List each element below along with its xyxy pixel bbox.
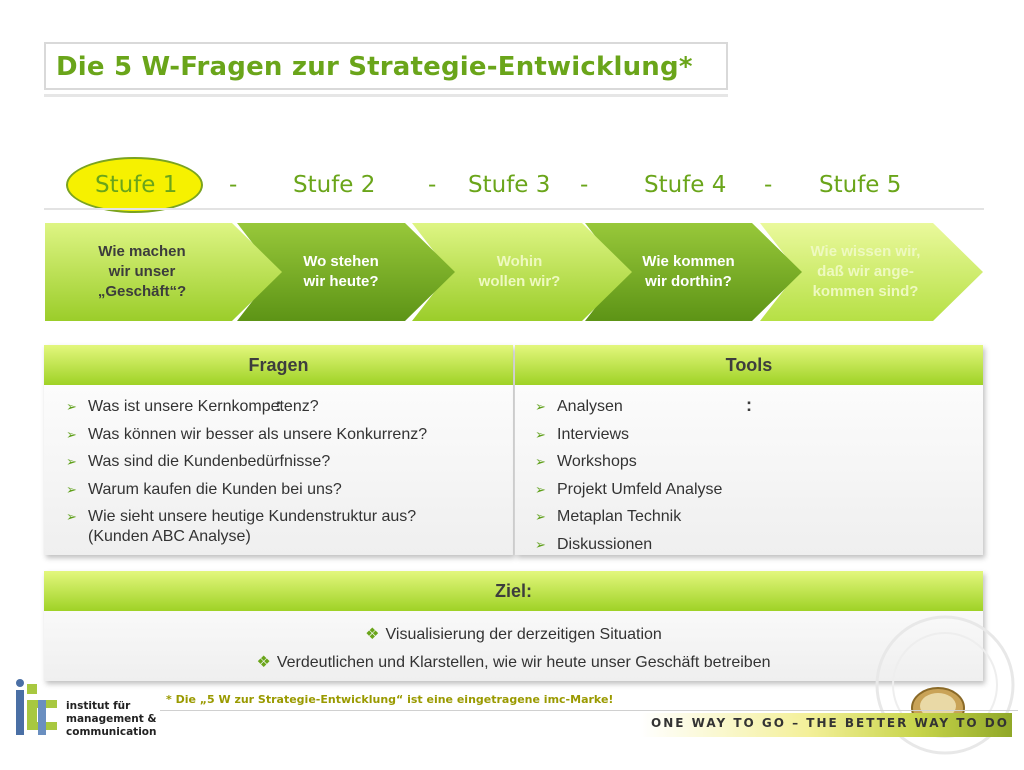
stage-divider bbox=[44, 208, 984, 210]
chevron-3-text: Wohin wollen wir? bbox=[478, 253, 561, 290]
chevron-4 bbox=[585, 223, 802, 321]
chevron-3 bbox=[412, 223, 632, 321]
chevron-1 bbox=[45, 223, 282, 321]
chevron-5 bbox=[760, 223, 983, 321]
list-item: ➢Analysen bbox=[535, 398, 623, 415]
process-chevrons bbox=[45, 223, 983, 321]
goal-heading: Ziel: bbox=[494, 581, 532, 601]
list-item: ➢Diskussionen bbox=[535, 535, 653, 553]
arrow-bullet-icon: ➢ bbox=[66, 399, 77, 414]
goal-item: ❖Verdeutlichen und Klarstellen, wie wir … bbox=[256, 654, 771, 671]
goal-header: Ziel: bbox=[44, 571, 983, 611]
compass-watermark-icon bbox=[875, 615, 1015, 755]
page-title: Die 5 W-Fragen zur Strategie-Entwicklung… bbox=[56, 52, 693, 82]
questions-panel: Fragen: ➢Was ist unsere Kernkompetenz? ➢… bbox=[44, 345, 513, 555]
list-item: ➢Metaplan Technik bbox=[535, 508, 682, 526]
arrow-bullet-icon: ➢ bbox=[535, 399, 546, 414]
arrow-bullet-icon: ➢ bbox=[535, 536, 546, 552]
arrow-bullet-icon: ➢ bbox=[66, 454, 77, 470]
arrow-bullet-icon: ➢ bbox=[66, 481, 77, 497]
list-item: ➢Warum kaufen die Kunden bei uns? bbox=[66, 480, 342, 498]
arrow-bullet-icon: ➢ bbox=[66, 426, 77, 442]
tools-list: ➢Analysen ➢Interviews ➢Workshops ➢Projek… bbox=[535, 397, 955, 563]
questions-header: Fragen: bbox=[44, 345, 513, 415]
questions-list: ➢Was ist unsere Kernkompetenz? ➢Was könn… bbox=[66, 397, 506, 555]
diamond-bullet-icon: ❖ bbox=[365, 626, 380, 643]
list-item: ➢Interviews bbox=[535, 425, 630, 443]
chevron-2-text: Wo stehen wir heute? bbox=[303, 253, 379, 290]
imc-logo-icon bbox=[16, 679, 57, 735]
stage-separator: - bbox=[229, 172, 238, 198]
stage-separator: - bbox=[580, 172, 589, 198]
stage-4-label: Stufe 4 bbox=[644, 172, 727, 198]
arrow-bullet-icon: ➢ bbox=[535, 426, 546, 442]
list-item: ➢Was sind die Kundenbedürfnisse? bbox=[66, 453, 331, 471]
stage-1-label: Stufe 1 bbox=[95, 172, 178, 198]
list-item: ➢Wie sieht unsere heutige Kundenstruktur… bbox=[66, 508, 417, 546]
questions-heading: Fragen bbox=[248, 355, 309, 375]
tools-panel: Tools: ➢Analysen ➢Interviews ➢Workshops … bbox=[515, 345, 983, 555]
footer-divider bbox=[160, 710, 1018, 711]
list-item: ➢Workshops bbox=[535, 453, 637, 471]
list-item: ➢Was ist unsere Kernkompetenz? bbox=[66, 398, 319, 415]
chevron-5-text: Wie wissen wir, daß wir ange- kommen sin… bbox=[810, 243, 921, 300]
tools-header: Tools: bbox=[515, 345, 983, 415]
footnote: * Die „5 W zur Strategie-Entwicklung“ is… bbox=[166, 693, 614, 706]
arrow-bullet-icon: ➢ bbox=[535, 509, 546, 525]
arrow-bullet-icon: ➢ bbox=[66, 509, 77, 525]
arrow-bullet-icon: ➢ bbox=[535, 454, 546, 470]
chevron-4-text: Wie kommen wir dorthin? bbox=[642, 253, 735, 290]
goal-panel: Ziel: ❖Visualisierung der derzeitigen Si… bbox=[44, 571, 983, 681]
logo-text: institut für management & communication bbox=[66, 700, 157, 738]
list-item: ➢Was können wir besser als unsere Konkur… bbox=[66, 425, 428, 443]
title-divider bbox=[44, 94, 728, 97]
chevron-2 bbox=[237, 223, 455, 321]
stage-5-label: Stufe 5 bbox=[819, 172, 902, 198]
slogan: ONE WAY TO GO – THE BETTER WAY TO DO bbox=[651, 716, 1009, 730]
tools-heading: Tools bbox=[725, 355, 773, 375]
stage-2-label: Stufe 2 bbox=[293, 172, 376, 198]
title-box: Die 5 W-Fragen zur Strategie-Entwicklung… bbox=[44, 42, 728, 90]
stage-3-label: Stufe 3 bbox=[468, 172, 551, 198]
goal-item: ❖Visualisierung der derzeitigen Situatio… bbox=[365, 626, 662, 643]
diamond-bullet-icon: ❖ bbox=[256, 654, 271, 671]
slogan-bar bbox=[640, 713, 1012, 737]
arrow-bullet-icon: ➢ bbox=[535, 481, 546, 497]
stage-1-highlight bbox=[66, 157, 203, 213]
list-item: ➢Projekt Umfeld Analyse bbox=[535, 480, 723, 498]
stage-separator: - bbox=[764, 172, 773, 198]
chevron-1-text: Wie machen wir unser „Geschäft“? bbox=[97, 243, 187, 300]
stage-separator: - bbox=[428, 172, 437, 198]
